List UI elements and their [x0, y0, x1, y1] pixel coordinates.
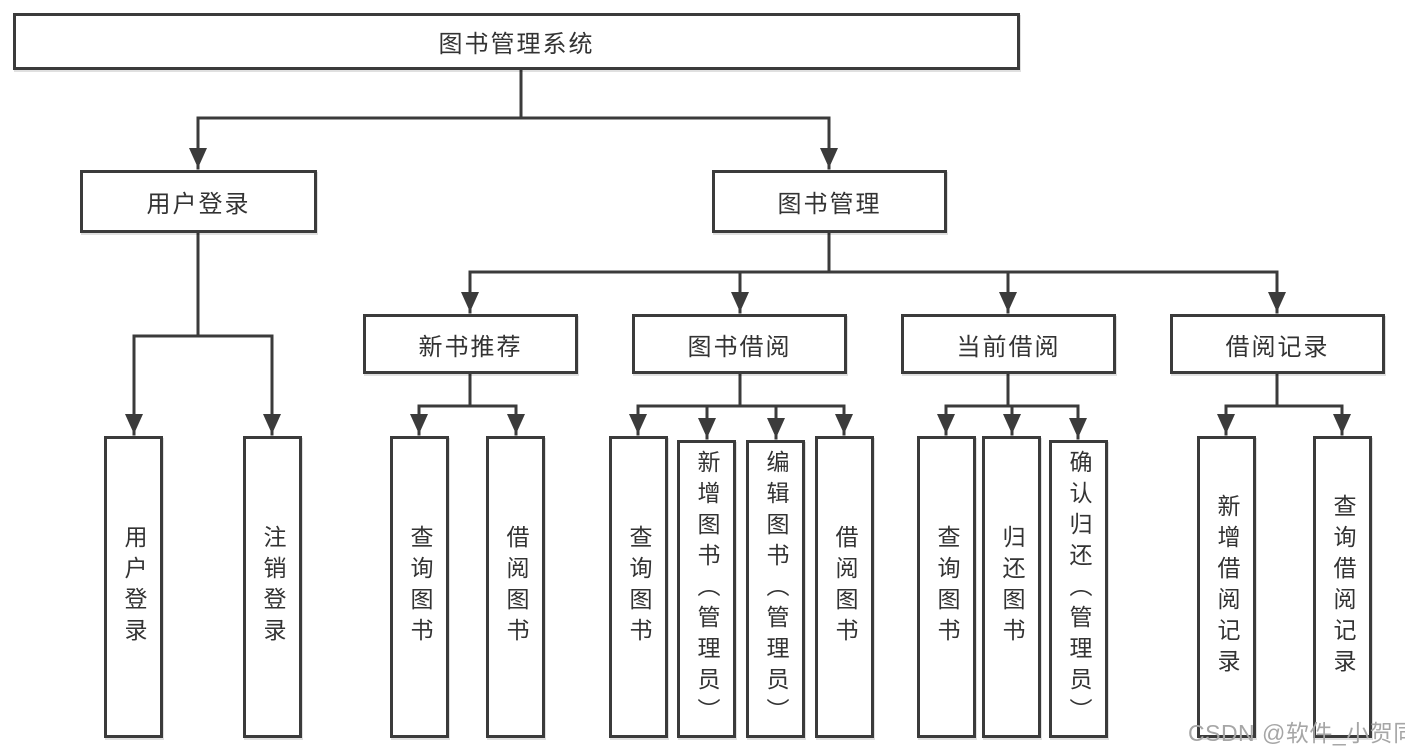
node-library-system: 图书管理系统: [13, 13, 1020, 70]
leaf-logout-label: 注销登录: [260, 525, 286, 649]
leaf-add-books-admin-label: 新增图书（管理员）: [694, 449, 720, 729]
node-user-login: 用户登录: [80, 170, 317, 233]
node-new-book-recommend-label: 新书推荐: [418, 333, 523, 361]
node-borrowing-records: 借阅记录: [1170, 314, 1385, 374]
leaf-confirm-return-admin-label: 确认归还（管理员）: [1066, 449, 1092, 729]
leaf-query-books-borrowing-label: 查询图书: [626, 525, 652, 649]
leaf-add-books-admin: 新增图书（管理员）: [677, 440, 736, 738]
leaf-borrow-books-recommend: 借阅图书: [486, 436, 545, 738]
node-user-login-label: 用户登录: [146, 191, 251, 218]
leaf-query-books-recommend: 查询图书: [390, 436, 449, 738]
leaf-borrow-books-borrowing: 借阅图书: [815, 436, 874, 738]
node-book-management-label: 图书管理: [777, 191, 882, 218]
leaf-user-login: 用户登录: [104, 436, 163, 738]
node-new-book-recommend: 新书推荐: [363, 314, 578, 374]
leaf-add-borrow-record: 新增借阅记录: [1197, 436, 1256, 738]
leaf-query-borrow-record: 查询借阅记录: [1313, 436, 1372, 738]
node-current-borrowing: 当前借阅: [901, 314, 1116, 374]
leaf-borrow-books-borrowing-label: 借阅图书: [832, 525, 858, 649]
node-book-borrowing: 图书借阅: [632, 314, 847, 374]
leaf-query-borrow-record-label: 查询借阅记录: [1330, 494, 1356, 680]
csdn-watermark: CSDN @软件_小贺同学: [1188, 720, 1405, 746]
leaf-confirm-return-admin: 确认归还（管理员）: [1049, 440, 1108, 738]
leaf-query-books-current: 查询图书: [917, 436, 976, 738]
leaf-edit-books-admin-label: 编辑图书（管理员）: [763, 449, 789, 729]
leaf-return-books-label: 归还图书: [999, 525, 1025, 649]
leaf-query-books-borrowing: 查询图书: [609, 436, 668, 738]
leaf-query-books-current-label: 查询图书: [934, 525, 960, 649]
leaf-add-borrow-record-label: 新增借阅记录: [1214, 494, 1240, 680]
leaf-borrow-books-recommend-label: 借阅图书: [503, 525, 529, 649]
leaf-query-books-recommend-label: 查询图书: [407, 525, 433, 649]
node-book-borrowing-label: 图书借阅: [687, 333, 792, 361]
node-borrowing-records-label: 借阅记录: [1225, 333, 1330, 361]
node-book-management: 图书管理: [712, 170, 947, 233]
leaf-logout: 注销登录: [243, 436, 302, 738]
leaf-user-login-label: 用户登录: [121, 525, 147, 649]
node-current-borrowing-label: 当前借阅: [956, 333, 1061, 361]
node-library-system-label: 图书管理系统: [438, 31, 595, 58]
leaf-return-books: 归还图书: [982, 436, 1041, 738]
leaf-edit-books-admin: 编辑图书（管理员）: [746, 440, 805, 738]
